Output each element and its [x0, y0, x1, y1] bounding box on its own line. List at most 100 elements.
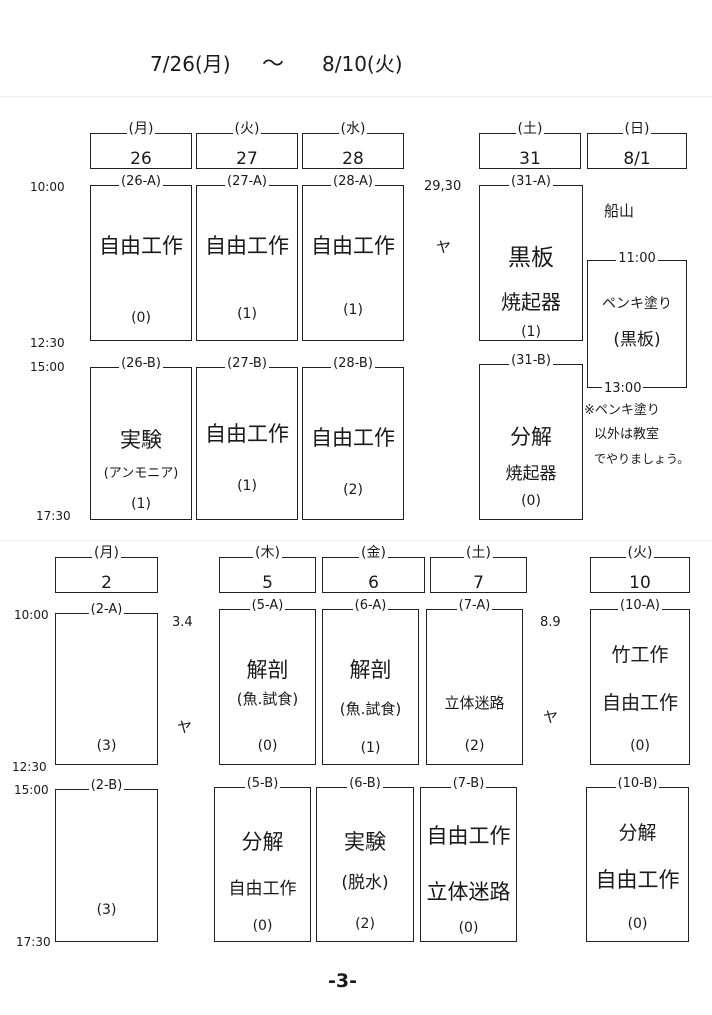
slot-code: (7-A): [456, 598, 493, 613]
time-am-start: 10:00: [14, 608, 49, 622]
sunday-location-label: 船山: [604, 202, 635, 220]
sunday-time-end: 13:00: [602, 381, 644, 396]
date-range-title: 7/26(月) 〜 8/10(火): [150, 44, 430, 80]
day-label: (土): [515, 121, 545, 137]
day-header-sat-7: (土) 7: [430, 545, 527, 593]
slot-activity-2: 自由工作: [601, 692, 678, 714]
slot-31-a: (31-A) 黒板 焼起器 (1): [479, 174, 583, 341]
slot-26-b: (26-B) 実験 (アンモニア) (1): [90, 356, 192, 520]
day-date: 2: [101, 573, 112, 593]
slot-activity: 解剖: [246, 658, 289, 682]
slot-code: (10-B): [615, 776, 660, 791]
day-header-tue-10: (火) 10: [590, 545, 690, 593]
slot-activity: 分解: [510, 425, 552, 449]
slot-count: (2): [464, 738, 485, 754]
slot-count: (0): [521, 493, 541, 509]
sunday-time-start: 11:00: [616, 251, 658, 266]
slot-activity: 自由工作: [311, 426, 395, 450]
slot-6-a: (6-A) 解剖 (魚.試食) (1): [322, 598, 419, 765]
slot-5-a: (5-A) 解剖 (魚.試食) (0): [219, 598, 316, 765]
slot-count: (0): [458, 920, 479, 936]
day-label: (木): [253, 545, 282, 561]
time-am-end: 12:30: [12, 760, 47, 774]
day-label: (火): [625, 545, 655, 561]
slot-2-b: (2-B) (3): [55, 778, 158, 942]
slot-activity-2: (アンモニア): [103, 466, 179, 481]
time-pm-start: 15:00: [30, 360, 65, 374]
slot-activity-2: 自由工作: [228, 879, 297, 899]
slot-28-b: (28-B) 自由工作 (2): [302, 356, 404, 520]
day-header-tue-27: (火) 27: [196, 121, 298, 169]
slot-count: (1): [131, 496, 151, 512]
slot-count: (1): [237, 478, 257, 494]
slot-code: (28-B): [331, 356, 375, 371]
day-date: 6: [368, 573, 379, 593]
day-date: 5: [262, 573, 273, 593]
slot-code: (31-B): [509, 353, 553, 368]
time-pm-start: 15:00: [14, 783, 49, 797]
ruled-line: [0, 540, 712, 541]
day-label: (火): [232, 121, 262, 137]
sunday-task-box: 11:00 ペンキ塗り (黒板) 13:00: [587, 251, 687, 396]
slot-activity: 実験: [120, 428, 162, 452]
slot-7-a: (7-A) 立体迷路 (2): [426, 598, 523, 765]
slot-10-a: (10-A) 竹工作 自由工作 (0): [590, 598, 690, 765]
slot-10-b: (10-B) 分解 自由工作 (0): [586, 776, 689, 942]
slot-26-a: (26-A) 自由工作 (0): [90, 174, 192, 341]
slot-count: (0): [252, 918, 273, 934]
day-label: (月): [92, 545, 121, 561]
slot-27-b: (27-B) 自由工作 (1): [196, 356, 298, 520]
slot-activity: 分解: [618, 822, 657, 844]
slot-activity: 実験: [344, 830, 386, 854]
day-date: 10: [629, 573, 651, 593]
slot-count: (1): [521, 324, 541, 340]
sunday-note-line3: でやりましょう。: [594, 452, 690, 466]
slot-activity: 黒板: [508, 245, 554, 271]
slot-count: (0): [627, 916, 648, 932]
day-label: (金): [359, 545, 388, 561]
sunday-note-line1: ※ペンキ塗り: [584, 403, 660, 418]
slot-6-b: (6-B) 実験 (脱水) (2): [316, 776, 414, 942]
slot-activity-2: 自由工作: [595, 868, 680, 892]
ruled-line: [0, 96, 712, 97]
slot-count: (3): [96, 902, 117, 918]
slot-activity-2: 焼起器: [505, 464, 557, 484]
range-separator: 〜: [262, 52, 285, 77]
slot-5-b: (5-B) 分解 自由工作 (0): [214, 776, 311, 942]
day-label: (水): [338, 121, 368, 137]
day-date: 7: [473, 573, 484, 593]
slot-count: (0): [257, 738, 278, 754]
range-end: 8/10(火): [322, 52, 403, 76]
day-header-fri-6: (金) 6: [322, 545, 425, 593]
slot-code: (28-A): [331, 174, 375, 189]
slot-code: (26-B): [119, 356, 163, 371]
slot-code: (31-A): [509, 174, 553, 189]
gap-mark-2: ヤ: [543, 708, 559, 726]
slot-count: (3): [96, 738, 117, 754]
time-pm-end: 17:30: [36, 509, 71, 523]
page-number: -3-: [328, 970, 357, 992]
slot-7-b: (7-B) 自由工作 立体迷路 (0): [420, 776, 517, 942]
day-label: (月): [126, 121, 156, 137]
slot-code: (2-A): [88, 602, 125, 617]
day-date: 28: [342, 149, 364, 169]
day-date: 8/1: [623, 149, 651, 169]
slot-activity: 立体迷路: [444, 694, 505, 712]
slot-code: (2-B): [88, 778, 125, 793]
day-header-wed-28: (水) 28: [302, 121, 404, 169]
day-label: (日): [622, 121, 652, 137]
day-header-mon-2: (月) 2: [55, 545, 158, 593]
slot-count: (0): [630, 738, 650, 754]
range-start: 7/26(月): [150, 52, 231, 76]
slot-code: (5-B): [244, 776, 281, 791]
slot-count: (2): [343, 482, 363, 498]
slot-activity-2: 焼起器: [501, 290, 561, 314]
day-label: (土): [464, 545, 493, 561]
slot-code: (27-A): [225, 174, 269, 189]
sunday-note-line2: 以外は教室: [594, 427, 660, 442]
day-date: 31: [519, 149, 541, 169]
slot-activity: 分解: [241, 830, 284, 854]
slot-activity: 自由工作: [311, 234, 395, 258]
gap-days-29-30: 29,30: [424, 179, 462, 194]
gap-days-8-9: 8.9: [540, 615, 561, 630]
